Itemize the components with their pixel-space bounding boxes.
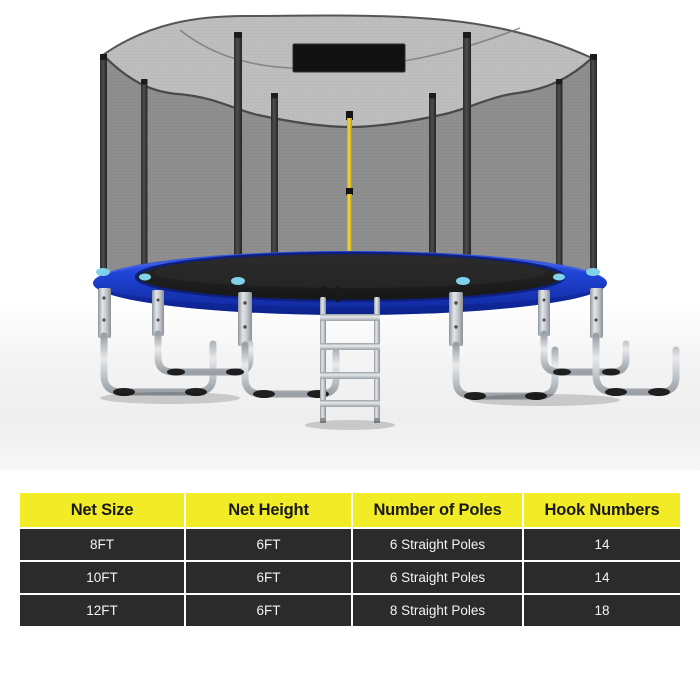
table-row: 8FT 6FT 6 Straight Poles 14 xyxy=(20,527,680,561)
table-row: 12FT 6FT 8 Straight Poles 18 xyxy=(20,593,680,626)
cell-net-height: 6FT xyxy=(184,593,352,626)
product-image-stage xyxy=(0,14,700,470)
cell-number-of-poles: 6 Straight Poles xyxy=(351,527,523,561)
pole-foot-caps xyxy=(96,268,600,285)
contact-shadows xyxy=(100,392,620,430)
u-shaped-legs xyxy=(100,330,680,400)
cell-net-height: 6FT xyxy=(184,527,352,561)
cell-number-of-poles: 6 Straight Poles xyxy=(351,560,523,594)
trampoline-illustration xyxy=(93,14,680,430)
brand-logo-patch xyxy=(293,44,405,72)
cell-hook-numbers: 18 xyxy=(522,593,680,626)
cell-net-size: 12FT xyxy=(20,593,185,626)
table-header-row: Net Size Net Height Number of Poles Hook… xyxy=(20,493,680,528)
cell-net-size: 10FT xyxy=(20,560,185,594)
column-header-net-size: Net Size xyxy=(20,493,185,528)
column-header-hook-numbers: Hook Numbers xyxy=(522,493,680,528)
access-ladder xyxy=(320,286,380,423)
spec-table-element: Net Size Net Height Number of Poles Hook… xyxy=(20,493,680,626)
enclosure-poles xyxy=(100,32,597,277)
column-header-number-of-poles: Number of Poles xyxy=(351,493,523,528)
frame-uprights xyxy=(98,288,603,346)
table-row: 10FT 6FT 6 Straight Poles 14 xyxy=(20,560,680,594)
cell-hook-numbers: 14 xyxy=(522,560,680,594)
column-header-net-height: Net Height xyxy=(184,493,352,528)
specification-table: Net Size Net Height Number of Poles Hook… xyxy=(20,493,680,626)
product-image xyxy=(0,14,700,470)
trampoline-frame xyxy=(93,251,607,315)
cell-hook-numbers: 14 xyxy=(522,527,680,561)
cell-net-height: 6FT xyxy=(184,560,352,594)
cell-net-size: 8FT xyxy=(20,527,185,561)
ground-shadow xyxy=(0,300,700,470)
cell-number-of-poles: 8 Straight Poles xyxy=(351,593,523,626)
